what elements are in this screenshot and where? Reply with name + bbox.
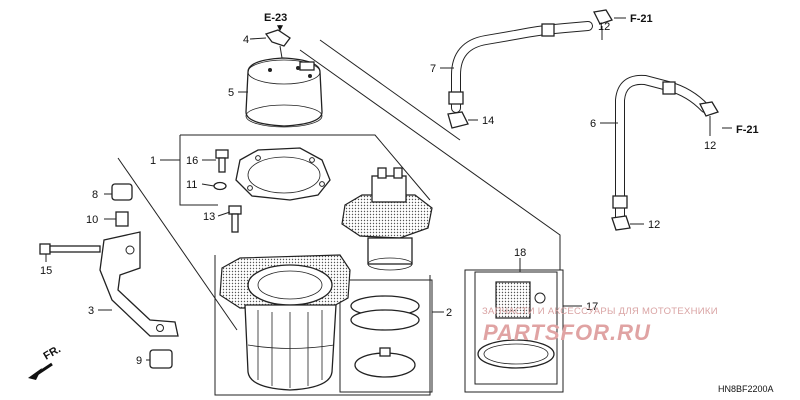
callout-3: 3	[88, 305, 94, 317]
front-direction-label: FR.	[42, 343, 63, 362]
clamp-14	[447, 111, 469, 129]
strainer-assembly	[219, 254, 351, 391]
callout-11: 11	[186, 179, 197, 191]
front-arrow-shaft	[33, 362, 53, 378]
callout-6: 6	[590, 118, 596, 130]
clamp-12-low	[611, 215, 631, 231]
ref-e23: E-23	[264, 12, 287, 24]
kit-box-17	[464, 269, 564, 393]
callout-15: 15	[40, 265, 52, 277]
diagram-code: HN8BF2200A	[718, 384, 774, 394]
collar-10	[115, 211, 129, 227]
kit-box-2	[339, 279, 433, 393]
bolt-15-shank	[49, 245, 101, 253]
callout-2: 2	[446, 307, 452, 319]
callout-1: 1	[150, 155, 156, 167]
pump-cover	[245, 57, 323, 128]
callout-10: 10	[86, 214, 98, 226]
callout-17: 17	[586, 301, 598, 313]
bracket-assembly	[39, 183, 179, 369]
callout-8: 8	[92, 189, 98, 201]
callout-12-top: 12	[598, 21, 610, 33]
bolt-16	[215, 149, 229, 173]
kit-box-18	[474, 271, 558, 385]
ref-f21-top: F-21	[630, 13, 653, 25]
clamps	[447, 9, 719, 231]
kit-2-parts	[350, 295, 420, 378]
callout-12-low: 12	[648, 219, 660, 231]
clamp-12-mid	[699, 101, 719, 117]
cover-clip	[264, 29, 291, 59]
callout-4: 4	[243, 34, 249, 46]
pump-assembly	[341, 167, 433, 271]
callout-18: 18	[514, 247, 526, 259]
watermark-subtitle: ЗАПЧАСТИ И АКСЕССУАРЫ ДЛЯ МОТОТЕХНИКИ	[482, 306, 718, 317]
callout-7: 7	[430, 63, 436, 75]
callout-12-mid: 12	[704, 140, 716, 152]
clamp-12-top	[593, 9, 613, 25]
watermark-logo: PARTSFOR.RU	[483, 320, 651, 345]
bolt-15-head	[39, 243, 51, 255]
grommet-9	[149, 349, 173, 369]
assembly-outline	[117, 39, 564, 396]
grommet-8	[111, 183, 133, 201]
tube-7	[448, 21, 593, 113]
tube-6	[612, 74, 710, 223]
callout-14: 14	[482, 115, 494, 127]
callout-13: 13	[203, 211, 215, 223]
callout-16: 16	[186, 155, 198, 167]
kit-17-parts	[477, 281, 555, 369]
pump-gasket	[235, 147, 331, 201]
leader-lines	[45, 26, 711, 361]
bolt-13	[228, 205, 242, 233]
ref-f21-mid: F-21	[736, 124, 759, 136]
callout-9: 9	[136, 355, 142, 367]
callout-5: 5	[228, 87, 234, 99]
washer-11	[213, 181, 227, 191]
